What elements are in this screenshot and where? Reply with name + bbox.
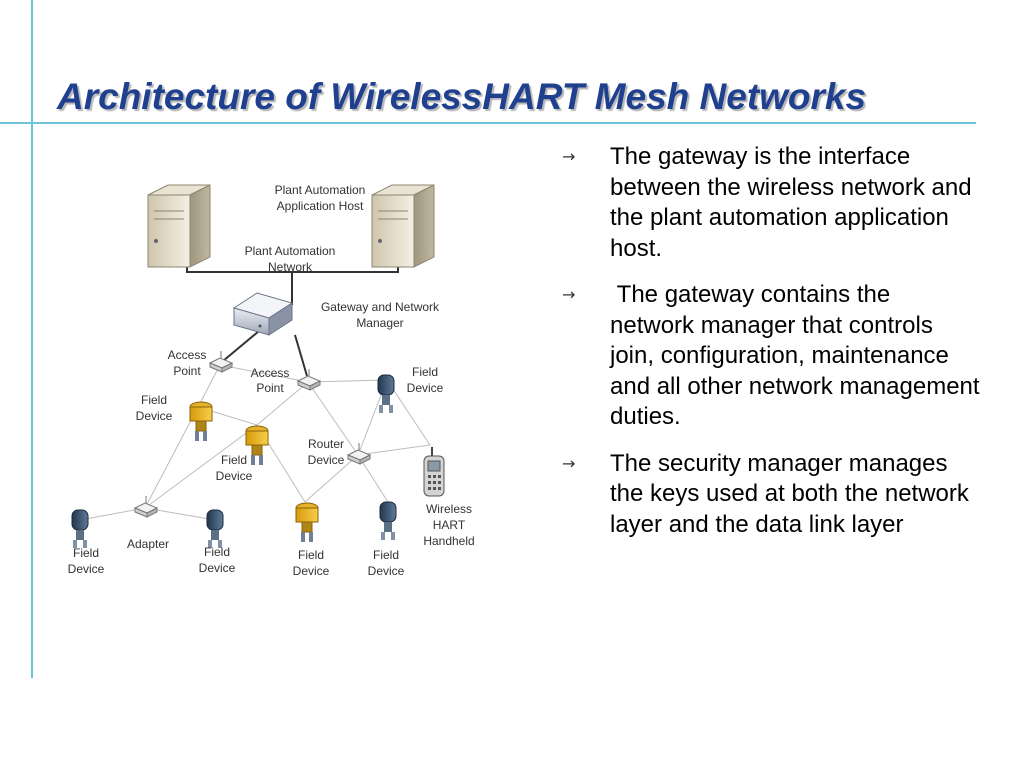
- label-line: Device: [68, 562, 105, 576]
- label-line: Point: [256, 381, 284, 395]
- wireless-handheld-icon: [423, 447, 445, 497]
- slide-title: Architecture of WirelessHART Mesh Networ…: [57, 76, 867, 117]
- label-line: Handheld: [423, 534, 474, 548]
- server-right-icon: [371, 184, 435, 268]
- label-line: Field: [221, 453, 247, 467]
- arrow-right-icon: →: [562, 285, 576, 304]
- label-line: Device: [368, 564, 405, 578]
- label-adapter: Adapter: [127, 537, 169, 551]
- adapter-icon: [133, 496, 159, 518]
- bullet-text: The gateway is the interface between the…: [610, 143, 972, 262]
- access-point-left-icon: [208, 351, 234, 373]
- arrow-right-icon: →: [562, 453, 576, 473]
- label-line: HART: [433, 518, 466, 532]
- field-device-yellow-1-icon: [189, 401, 213, 441]
- field-device-yellow-2-icon: [245, 425, 269, 465]
- access-point-right-icon: [296, 369, 322, 391]
- label-line: Wireless: [426, 502, 472, 516]
- bullet-item-security-manager: → The security manager manages the keys …: [560, 449, 980, 541]
- label-line: Application Host: [277, 199, 364, 213]
- bullet-item-gateway-interface: → The gateway is the interface between t…: [560, 142, 980, 264]
- label-line: Device: [293, 564, 330, 578]
- field-device-blue-3-icon: [71, 509, 89, 548]
- label-line: Device: [136, 409, 173, 423]
- field-device-blue-4-icon: [206, 509, 224, 548]
- gateway-icon: [232, 292, 294, 336]
- label-line: Field: [141, 393, 167, 407]
- label-line: Plant Automation: [245, 244, 336, 258]
- router-device-icon: [346, 443, 372, 465]
- label-line: Device: [407, 381, 444, 395]
- field-device-yellow-3-icon: [295, 502, 319, 542]
- label-line: Field: [373, 548, 399, 562]
- label-line: Router: [308, 437, 344, 451]
- label-line: Field: [412, 365, 438, 379]
- label-line: Point: [173, 364, 201, 378]
- field-device-blue-2-icon: [379, 501, 397, 540]
- field-device-blue-1-icon: [377, 374, 395, 413]
- label-line: Access: [251, 366, 290, 380]
- arrow-right-icon: →: [562, 147, 576, 166]
- label-line: Field: [73, 546, 99, 560]
- label-line: Field: [204, 545, 230, 559]
- label-line: Network: [268, 260, 313, 274]
- bullet-item-network-manager: → The gateway contains the network manag…: [560, 280, 980, 433]
- label-line: Field: [298, 548, 324, 562]
- label-line: Device: [216, 469, 253, 483]
- label-line: Manager: [356, 316, 403, 330]
- bullet-text: The gateway contains the network manager…: [610, 281, 987, 430]
- bullet-list: → The gateway is the interface between t…: [560, 142, 980, 556]
- label-line: Adapter: [127, 537, 169, 551]
- label-line: Gateway and Network: [321, 300, 440, 314]
- server-left-icon: [147, 184, 211, 268]
- label-line: Device: [199, 561, 236, 575]
- label-line: Plant Automation: [275, 183, 366, 197]
- bullet-text: The security manager manages the keys us…: [610, 449, 969, 538]
- label-line: Access: [168, 348, 207, 362]
- accent-horizontal-line: [0, 122, 976, 124]
- label-line: Device: [308, 453, 345, 467]
- accent-vertical-line: [31, 0, 33, 678]
